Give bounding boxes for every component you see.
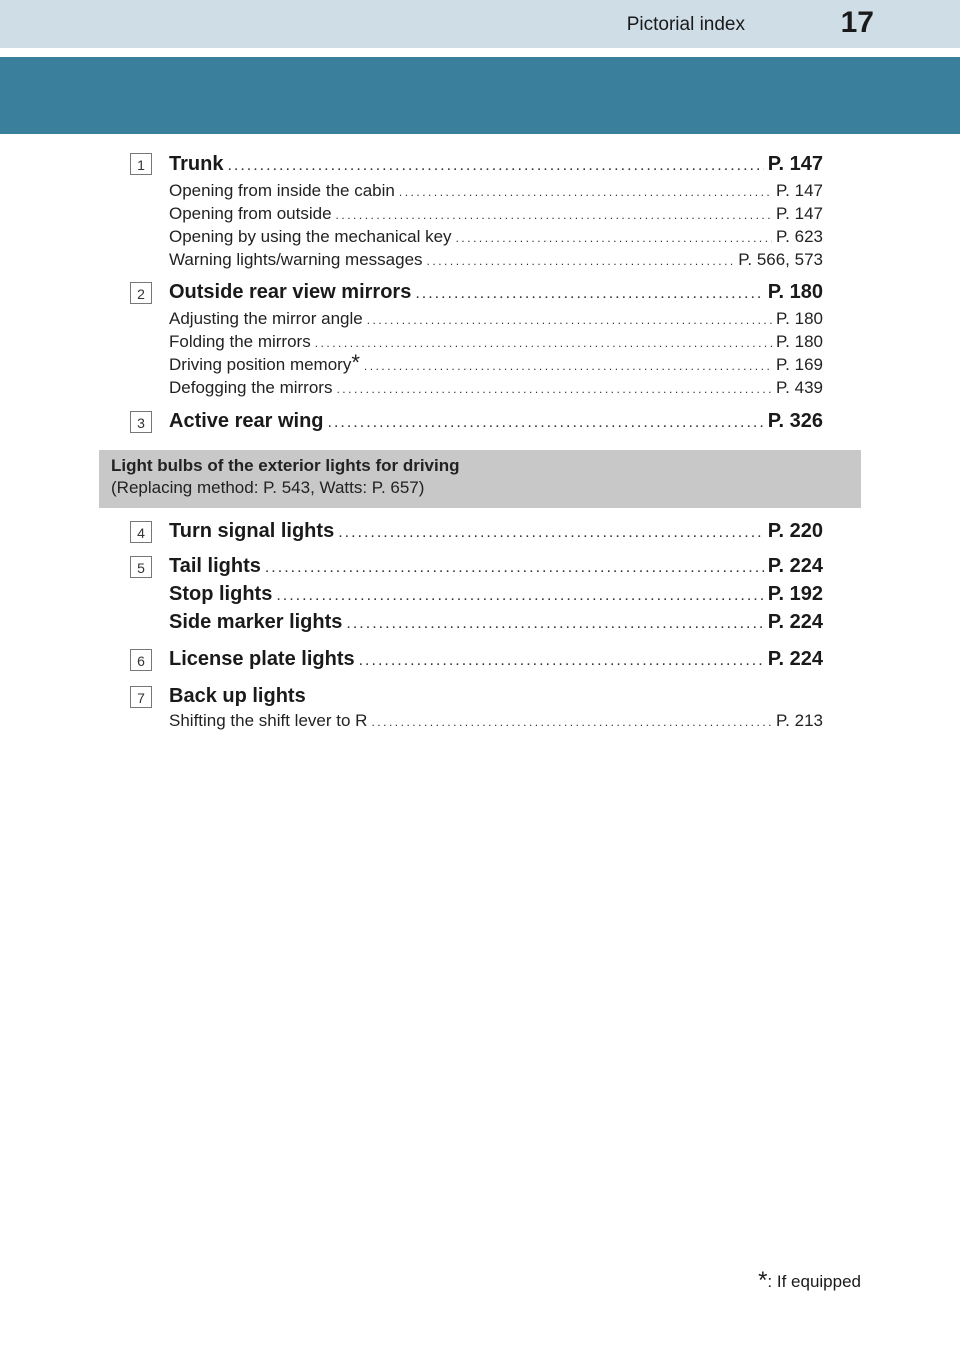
subentry-label: Opening from outside <box>169 204 332 223</box>
index-subentry[interactable]: Opening from inside the cabin ..........… <box>169 181 823 201</box>
subentry-label: Shifting the shift lever to R <box>169 711 368 730</box>
section-number-badge: 6 <box>130 649 152 671</box>
index-entry-turn-signal[interactable]: Turn signal lights .....................… <box>169 520 823 543</box>
entry-label: Trunk <box>169 153 224 175</box>
exterior-lights-heading-box: Light bulbs of the exterior lights for d… <box>99 450 861 508</box>
entry-label: Outside rear view mirrors <box>169 281 412 303</box>
index-entry-back-up-lights: Back up lights <box>169 685 823 708</box>
subentry-page-ref[interactable]: P. 180 <box>776 332 823 351</box>
section-number-badge: 4 <box>130 521 152 543</box>
leader-dots: ........................................… <box>336 382 772 396</box>
footnote-mark: * <box>758 1267 768 1294</box>
index-entry-side-marker[interactable]: Side marker lights .....................… <box>169 611 823 634</box>
entry-page-ref[interactable]: P. 224 <box>767 648 823 670</box>
entry-label: Stop lights <box>169 583 273 605</box>
exterior-lights-title: Light bulbs of the exterior lights for d… <box>111 456 460 475</box>
entry-label: Side marker lights <box>169 611 343 633</box>
leader-dots: ........................................… <box>346 615 763 632</box>
leader-dots: ........................................… <box>327 414 764 431</box>
index-entry-stop-lights[interactable]: Stop lights ............................… <box>169 583 823 606</box>
section-number-badge: 5 <box>130 556 152 578</box>
leader-dots: ........................................… <box>264 559 764 576</box>
leader-dots: ........................................… <box>366 313 773 327</box>
entry-page-ref[interactable]: P. 147 <box>767 153 823 175</box>
page-title: Pictorial index <box>626 14 745 35</box>
index-subentry[interactable]: Defogging the mirrors ..................… <box>169 378 823 398</box>
entry-label: Back up lights <box>169 685 306 707</box>
entry-page-ref[interactable]: P. 180 <box>767 281 823 303</box>
leader-dots: ........................................… <box>398 185 773 199</box>
subentry-page-ref[interactable]: P. 169 <box>776 355 823 374</box>
index-subentry[interactable]: Opening from outside ...................… <box>169 204 823 224</box>
subentry-label: Opening from inside the cabin <box>169 181 395 200</box>
exterior-lights-subtitle: (Replacing method: P. 543, Watts: P. 657… <box>111 478 425 497</box>
index-subentry[interactable]: Driving position memory* ...............… <box>169 352 823 375</box>
leader-dots: ........................................… <box>363 359 773 373</box>
index-subentry[interactable]: Adjusting the mirror angle .............… <box>169 309 823 329</box>
entry-label: License plate lights <box>169 648 355 670</box>
footnote-text: : If equipped <box>767 1272 861 1291</box>
subentry-page-ref[interactable]: P. 623 <box>776 227 823 246</box>
subentry-page-ref[interactable]: P. 147 <box>776 204 823 223</box>
index-subentry[interactable]: Warning lights/warning messages ........… <box>169 250 823 270</box>
index-entry-trunk[interactable]: Trunk ..................................… <box>169 153 823 176</box>
entry-page-ref[interactable]: P. 224 <box>767 555 823 577</box>
subentry-page-ref[interactable]: P. 147 <box>776 181 823 200</box>
leader-dots: ........................................… <box>358 652 764 669</box>
entry-page-ref[interactable]: P. 224 <box>767 611 823 633</box>
entry-page-ref[interactable]: P. 220 <box>767 520 823 542</box>
index-subentry[interactable]: Shifting the shift lever to R ..........… <box>169 711 823 731</box>
subentry-page-ref[interactable]: P. 213 <box>776 711 823 730</box>
entry-label: Turn signal lights <box>169 520 335 542</box>
entry-page-ref[interactable]: P. 192 <box>767 583 823 605</box>
leader-dots: ........................................… <box>415 285 764 302</box>
subentry-label: Folding the mirrors <box>169 332 311 351</box>
index-subentry[interactable]: Folding the mirrors ....................… <box>169 332 823 352</box>
if-equipped-mark: * <box>351 350 360 375</box>
index-subentry[interactable]: Opening by using the mechanical key ....… <box>169 227 823 247</box>
section-number-badge: 7 <box>130 686 152 708</box>
leader-dots: ........................................… <box>227 157 763 174</box>
section-number-badge: 3 <box>130 411 152 433</box>
leader-dots: ........................................… <box>426 254 735 268</box>
leader-dots: ........................................… <box>276 587 763 604</box>
leader-dots: ........................................… <box>335 208 772 222</box>
subentry-label: Opening by using the mechanical key <box>169 227 452 246</box>
index-entry-rear-wing[interactable]: Active rear wing .......................… <box>169 410 823 433</box>
header-strip <box>0 0 960 48</box>
index-entry-mirrors[interactable]: Outside rear view mirrors ..............… <box>169 281 823 304</box>
leader-dots: ........................................… <box>455 231 773 245</box>
entry-label: Active rear wing <box>169 410 324 432</box>
leader-dots: ........................................… <box>338 524 764 541</box>
subentry-label: Defogging the mirrors <box>169 378 333 397</box>
subentry-page-ref[interactable]: P. 566, 573 <box>738 250 823 269</box>
section-number-badge: 1 <box>130 153 152 175</box>
entry-page-ref[interactable]: P. 326 <box>767 410 823 432</box>
subentry-label-text: Driving position memory <box>169 355 352 374</box>
subentry-label: Warning lights/warning messages <box>169 250 423 269</box>
index-entry-tail-lights[interactable]: Tail lights ............................… <box>169 555 823 578</box>
subentry-label: Driving position memory* <box>169 352 360 375</box>
footnote: *: If equipped <box>758 1269 861 1293</box>
section-number-badge: 2 <box>130 282 152 304</box>
subentry-label: Adjusting the mirror angle <box>169 309 363 328</box>
header-band <box>0 57 960 134</box>
page-number: 17 <box>840 6 874 39</box>
entry-label: Tail lights <box>169 555 261 577</box>
leader-dots: ........................................… <box>371 715 772 729</box>
subentry-page-ref[interactable]: P. 439 <box>776 378 823 397</box>
index-entry-license-plate[interactable]: License plate lights ...................… <box>169 648 823 671</box>
subentry-page-ref[interactable]: P. 180 <box>776 309 823 328</box>
leader-dots: ........................................… <box>314 336 772 350</box>
